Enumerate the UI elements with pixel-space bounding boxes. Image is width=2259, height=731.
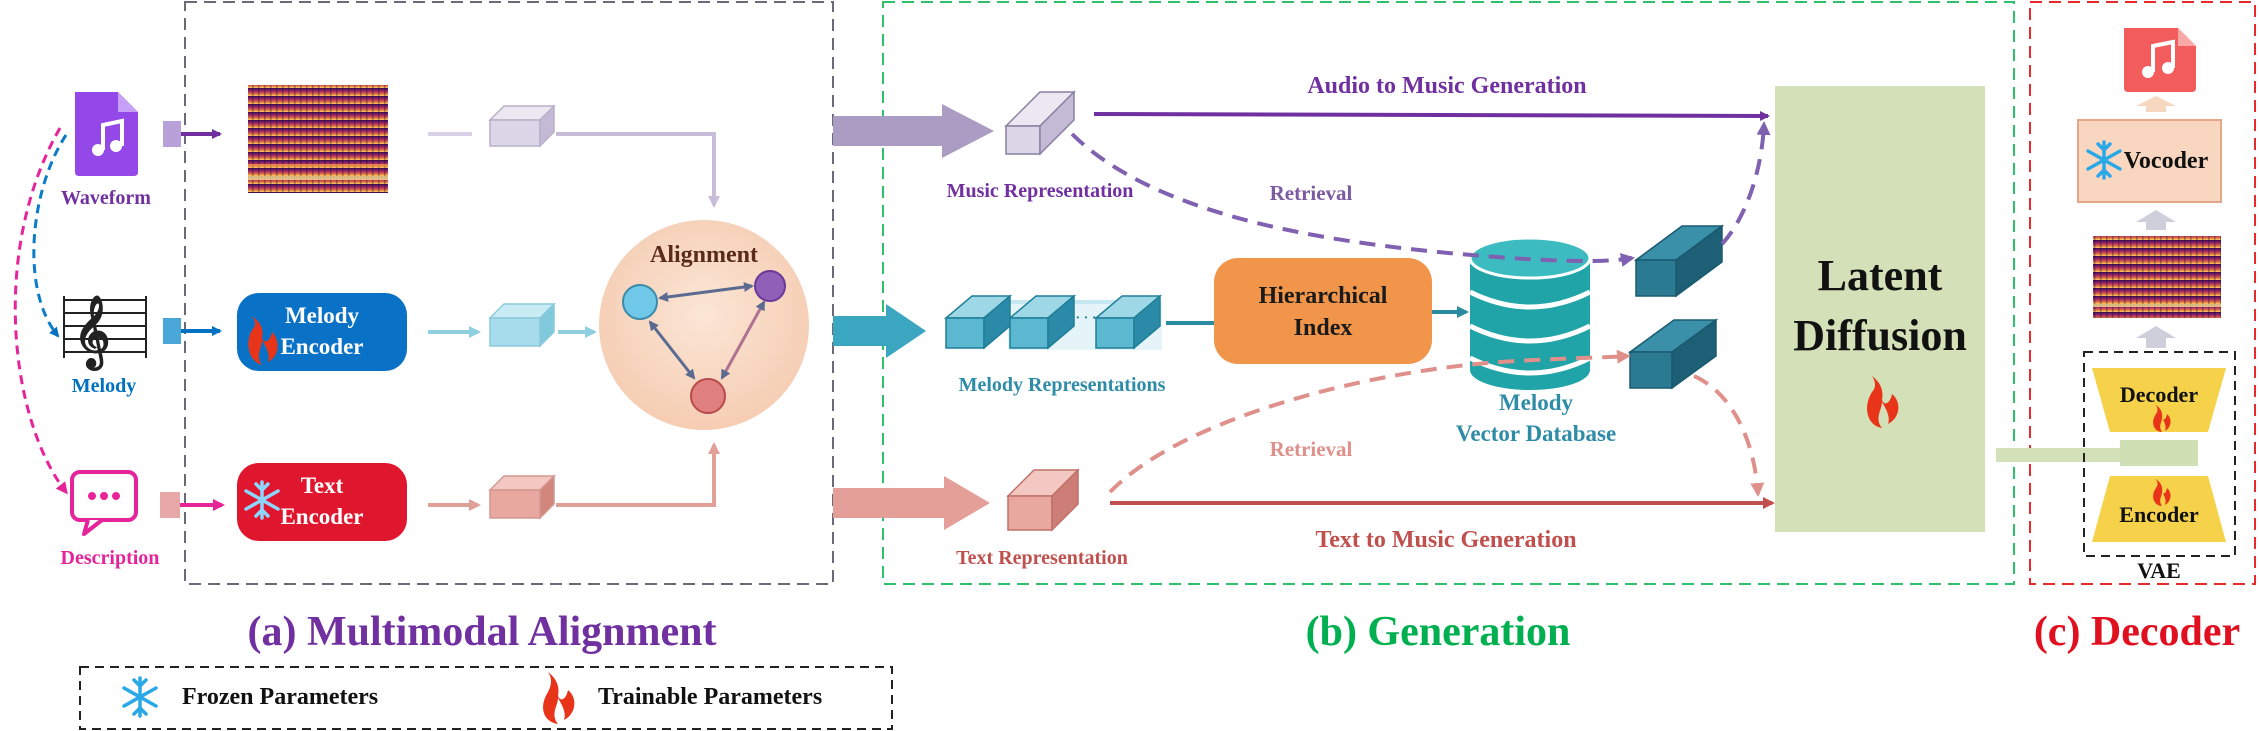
text-transfer-arrow	[833, 476, 990, 530]
decoder-spectrogram-image	[2093, 236, 2221, 318]
alignment-link-blue-purple	[658, 282, 754, 302]
text-encoder-line2: Encoder	[280, 504, 363, 529]
latent-diffusion-fire-icon	[1867, 376, 1899, 428]
vae-latent-bar	[2120, 440, 2198, 466]
text-representation-token	[1006, 468, 1080, 532]
text-encoder-snowflake-icon	[244, 480, 280, 520]
section-b-caption: (b) Generation	[1306, 609, 1571, 655]
legend-frozen-label: Frozen Parameters	[182, 684, 378, 710]
alignment-section-frame	[184, 1, 834, 585]
retrieval-to-diffusion-bottom	[1693, 374, 1765, 497]
legend-frame	[79, 666, 893, 730]
text-encoder-box	[237, 463, 407, 541]
waveform-label: Waveform	[61, 187, 151, 209]
vae-decoder-trapezoid	[2092, 368, 2226, 432]
melody-label: Melody	[72, 375, 136, 397]
sheet-music-icon: 𝄞	[63, 295, 147, 371]
music-representation-token	[1004, 90, 1076, 156]
melody-encoder-box	[237, 293, 407, 371]
text-retrieval-dashed-path	[1108, 349, 1631, 494]
description-chat-icon	[70, 470, 138, 536]
latent-diffusion-line2: Diffusion	[1793, 311, 1967, 360]
audio-output-icon	[2124, 28, 2196, 92]
vocoder-to-audio-arrow	[2136, 96, 2176, 112]
melody-encoder-line2: Encoder	[280, 334, 363, 359]
alignment-link-blue-red	[648, 320, 696, 380]
legend-snowflake-icon	[122, 676, 158, 718]
description-input-stub	[160, 492, 180, 518]
hierarchical-index-box	[1214, 258, 1432, 364]
waveform-to-melody-link	[32, 134, 68, 338]
legend-trainable-label: Trainable Parameters	[598, 684, 822, 710]
spectrogram-image	[248, 85, 388, 193]
database-label-line2: Vector Database	[1456, 421, 1616, 446]
retrieval-to-diffusion-top	[1720, 121, 1771, 246]
music-retrieval-dashed-path	[1070, 132, 1635, 267]
melody-encoder-fire-icon	[248, 316, 278, 365]
melody-encoder-line1: Melody	[285, 303, 360, 328]
vocoder-snowflake-icon	[2086, 140, 2122, 180]
audio-to-music-line	[1093, 110, 1770, 121]
vae-frame	[2083, 351, 2236, 557]
retrieved-token-bottom	[1627, 318, 1719, 390]
spectrogram-to-vocoder-arrow	[2136, 210, 2176, 230]
latent-diffusion-box	[1775, 86, 1985, 532]
retrieval-top-label: Retrieval	[1270, 181, 1353, 205]
retrieved-token-top	[1633, 224, 1725, 298]
svg-text:𝄞: 𝄞	[74, 295, 111, 371]
vocoder-label: Vocoder	[2124, 148, 2209, 174]
vae-decoder-label: Decoder	[2120, 382, 2198, 407]
alignment-node-purple	[754, 270, 786, 302]
legend-fire-icon	[543, 672, 575, 724]
melody-token-a	[488, 302, 556, 348]
melody-representations-ellipsis: · · ·	[1075, 311, 1096, 326]
waveform-file-icon	[75, 92, 138, 176]
text-token-a	[488, 474, 556, 520]
section-a-caption: (a) Multimodal Alignment	[248, 609, 717, 655]
section-c-caption: (c) Decoder	[2034, 609, 2240, 655]
waveform-to-description-link	[13, 127, 68, 495]
generation-section-frame	[882, 1, 2015, 585]
latent-diffusion-line1: Latent	[1818, 251, 1943, 300]
alignment-node-red	[690, 378, 726, 414]
hierarchical-index-line1: Hierarchical	[1259, 283, 1388, 309]
music-token-to-alignment	[556, 132, 720, 208]
text-encoder-line1: Text	[301, 473, 344, 498]
diffusion-to-vae-connector	[1996, 448, 2120, 462]
melody-representations-row	[943, 294, 1163, 350]
music-transfer-arrow	[833, 104, 994, 158]
database-label-line1: Melody	[1499, 390, 1574, 415]
text-representation-label: Text Representation	[956, 547, 1128, 569]
vae-to-spectrogram-arrow	[2136, 326, 2176, 348]
text-to-music-label: Text to Music Generation	[1315, 527, 1576, 553]
description-label: Description	[61, 547, 160, 569]
melody-representations-label: Melody Representations	[959, 374, 1166, 396]
vae-decoder-fire-icon	[2153, 405, 2171, 432]
retrieval-bottom-label: Retrieval	[1270, 437, 1353, 461]
audio-to-music-label: Audio to Music Generation	[1307, 73, 1586, 99]
alignment-node-blue	[622, 284, 658, 320]
decoder-section-frame	[2029, 1, 2256, 585]
melody-transfer-arrow	[833, 304, 926, 358]
music-token-a	[488, 104, 556, 148]
text-token-to-alignment	[556, 442, 720, 507]
hierarchical-index-line2: Index	[1294, 315, 1353, 341]
waveform-input-stub	[163, 121, 181, 147]
alignment-title: Alignment	[650, 242, 758, 268]
melody-input-stub	[163, 318, 181, 344]
vae-label: VAE	[2137, 558, 2181, 583]
music-representation-label: Music Representation	[947, 180, 1134, 202]
vae-encoder-trapezoid	[2092, 476, 2226, 542]
vae-encoder-fire-icon	[2153, 479, 2171, 506]
vae-encoder-label: Encoder	[2119, 502, 2199, 527]
alignment-link-purple-red	[720, 300, 766, 380]
